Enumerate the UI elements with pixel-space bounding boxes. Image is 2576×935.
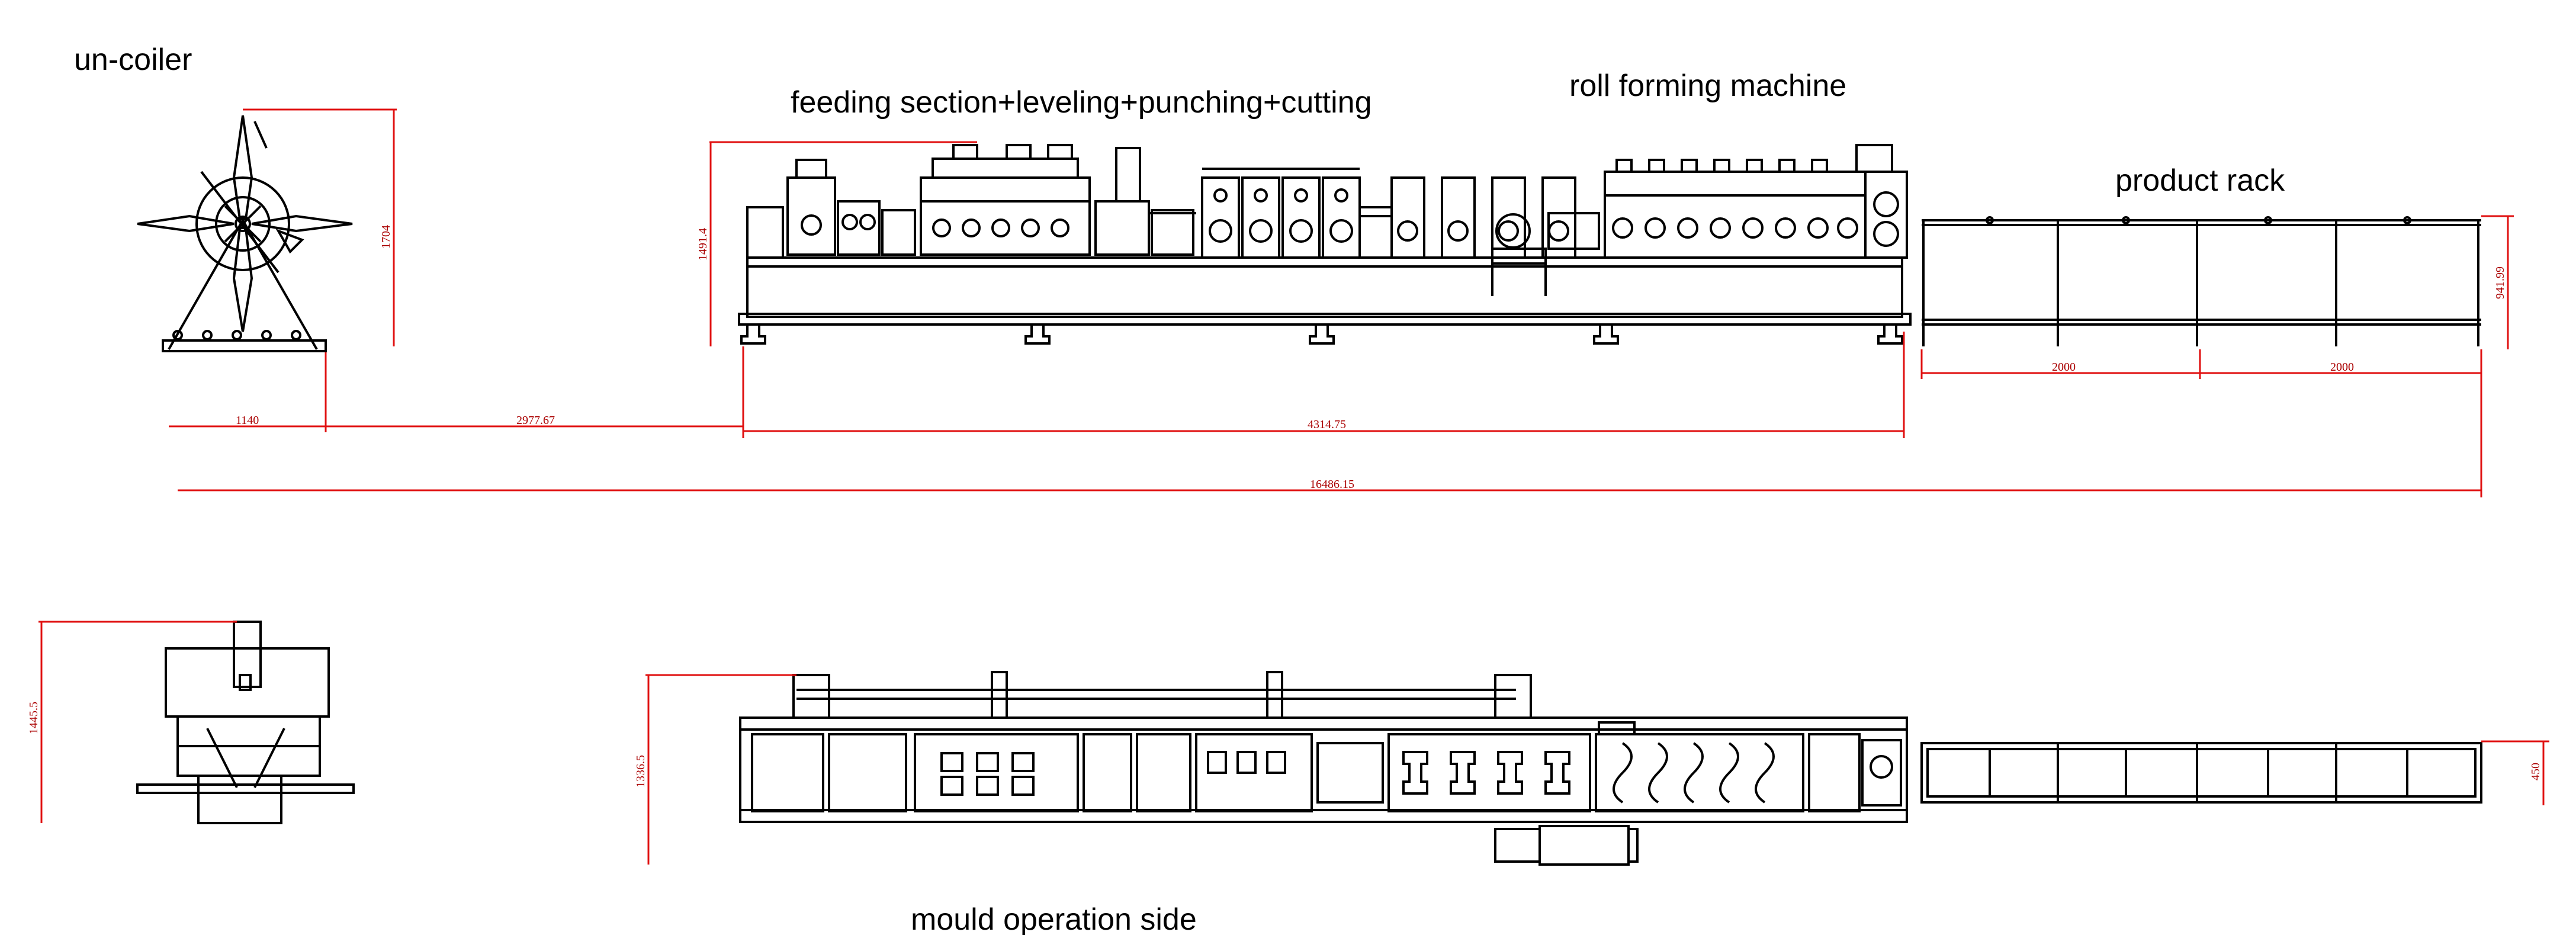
dimension-lines	[38, 108, 2549, 865]
uncoiler-plan	[136, 621, 355, 824]
dim-machine-plan-width: 1336.5	[634, 755, 647, 788]
dim-gap: 2977.67	[516, 414, 555, 427]
machine-plan	[739, 671, 1908, 866]
dim-machine-length: 4314.75	[1308, 418, 1346, 431]
dim-total-length: 16486.15	[1310, 478, 1354, 491]
feeding-section-title: feeding section+leveling+punching+cuttin…	[791, 85, 1372, 120]
dim-rack-height: 941.99	[2494, 266, 2507, 299]
product-rack-elevation	[1922, 216, 2481, 346]
dim-feeding-height: 1491.4	[696, 228, 709, 261]
dim-rack-plan-width: 450	[2529, 763, 2542, 780]
dim-uncoiler-width: 1140	[236, 414, 259, 427]
roll-forming-title: roll forming machine	[1569, 69, 1846, 103]
mould-operation-side-title: mould operation side	[911, 902, 1197, 935]
machine-elevation	[738, 144, 1912, 345]
uncoiler-elevation	[137, 115, 353, 352]
product-rack-title: product rack	[2115, 163, 2285, 198]
dim-uncoiler-height: 1704	[380, 225, 393, 249]
dim-uncoiler-plan-width: 1445.5	[27, 702, 40, 734]
uncoiler-title: un-coiler	[74, 43, 192, 77]
dim-rack-section-1: 2000	[2052, 361, 2076, 374]
product-rack-plan	[1920, 742, 2482, 804]
dim-rack-section-2: 2000	[2330, 361, 2354, 374]
